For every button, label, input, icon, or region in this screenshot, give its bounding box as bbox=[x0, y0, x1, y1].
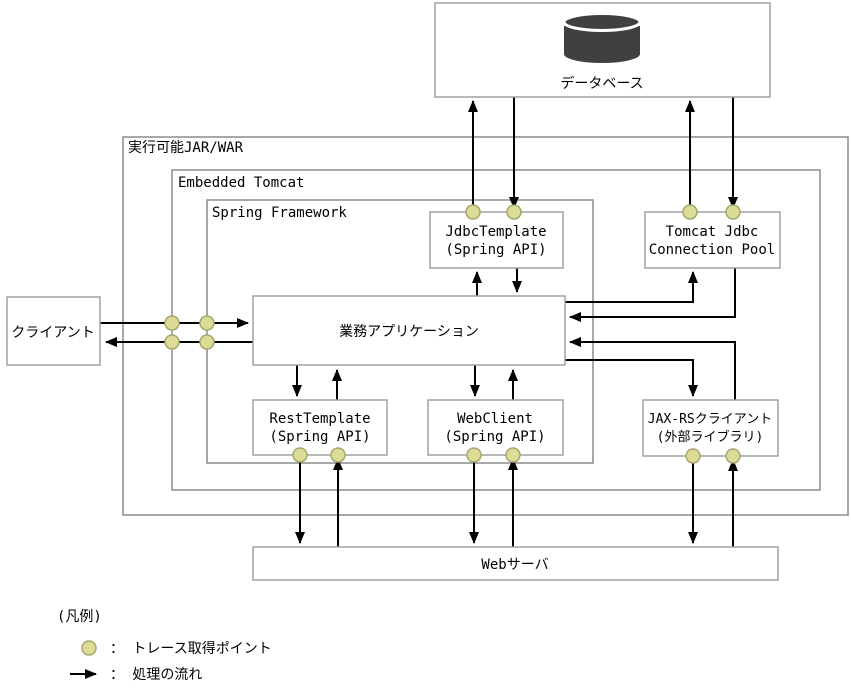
trace-point bbox=[199, 315, 215, 331]
business-app-label: 業務アプリケーション bbox=[339, 324, 479, 340]
jdbc-template-label-line1: JdbcTemplate bbox=[445, 224, 546, 240]
trace-point bbox=[725, 204, 741, 220]
trace-point bbox=[505, 447, 521, 463]
web-client-label-line2: (Spring API) bbox=[444, 429, 545, 445]
trace-point bbox=[164, 315, 180, 331]
database-label: データベース bbox=[560, 75, 643, 92]
web-server-label: Webサーバ bbox=[481, 557, 548, 573]
container-jar-war: 実行可能JAR/WAR bbox=[122, 136, 849, 516]
jaxrs-client-label-line1: JAX-RSクライアント bbox=[648, 412, 772, 427]
flow-app-to-pool bbox=[565, 271, 698, 303]
jdbc-template-label-line2: (Spring API) bbox=[445, 242, 546, 258]
trace-point bbox=[164, 334, 180, 350]
database-icon bbox=[562, 12, 642, 63]
trace-point bbox=[725, 448, 741, 464]
node-web-client: WebClient (Spring API) bbox=[427, 399, 564, 456]
legend-trace-label: ： トレース取得ポイント bbox=[110, 640, 272, 657]
rest-template-label-line2: (Spring API) bbox=[269, 429, 370, 445]
tomcat-jdbc-label-line1: Tomcat Jdbc bbox=[666, 224, 759, 240]
node-business-app: 業務アプリケーション bbox=[252, 295, 566, 366]
node-jdbc-template: JdbcTemplate (Spring API) bbox=[429, 211, 564, 269]
flow-app-to-jaxrs bbox=[565, 359, 698, 397]
node-jaxrs-client: JAX-RSクライアント (外部ライブラリ) bbox=[642, 399, 779, 457]
trace-point bbox=[465, 204, 481, 220]
trace-point-icon bbox=[81, 640, 97, 656]
container-embedded-tomcat-label: Embedded Tomcat bbox=[178, 175, 304, 191]
trace-point bbox=[506, 204, 522, 220]
rest-template-label-line1: RestTemplate bbox=[269, 411, 370, 427]
node-tomcat-jdbc-pool: Tomcat Jdbc Connection Pool bbox=[644, 211, 781, 269]
flow-jaxrs-to-app bbox=[569, 337, 736, 400]
trace-point bbox=[466, 447, 482, 463]
trace-point bbox=[292, 447, 308, 463]
legend: (凡例) ： トレース取得ポイント ： 処理の流れ bbox=[57, 609, 272, 683]
client-label: クライアント bbox=[11, 325, 94, 341]
container-spring-framework-label: Spring Framework bbox=[212, 205, 347, 221]
flow-pool-to-app bbox=[569, 268, 736, 322]
tomcat-jdbc-label-line2: Connection Pool bbox=[649, 242, 775, 258]
trace-point bbox=[199, 334, 215, 350]
web-client-label-line1: WebClient bbox=[457, 411, 533, 427]
node-rest-template: RestTemplate (Spring API) bbox=[252, 399, 388, 456]
legend-flow-label: ： 処理の流れ bbox=[110, 667, 202, 683]
container-spring-framework: Spring Framework bbox=[206, 199, 594, 464]
node-database: データベース bbox=[434, 2, 771, 98]
trace-points bbox=[164, 204, 741, 464]
trace-point bbox=[330, 447, 346, 463]
trace-point bbox=[685, 448, 701, 464]
container-jar-war-label: 実行可能JAR/WAR bbox=[128, 140, 244, 156]
jaxrs-client-label-line2: (外部ライブラリ) bbox=[657, 429, 764, 445]
legend-title: (凡例) bbox=[57, 609, 102, 625]
node-client: クライアント bbox=[6, 296, 101, 366]
node-web-server: Webサーバ bbox=[252, 546, 779, 581]
trace-point bbox=[682, 204, 698, 220]
